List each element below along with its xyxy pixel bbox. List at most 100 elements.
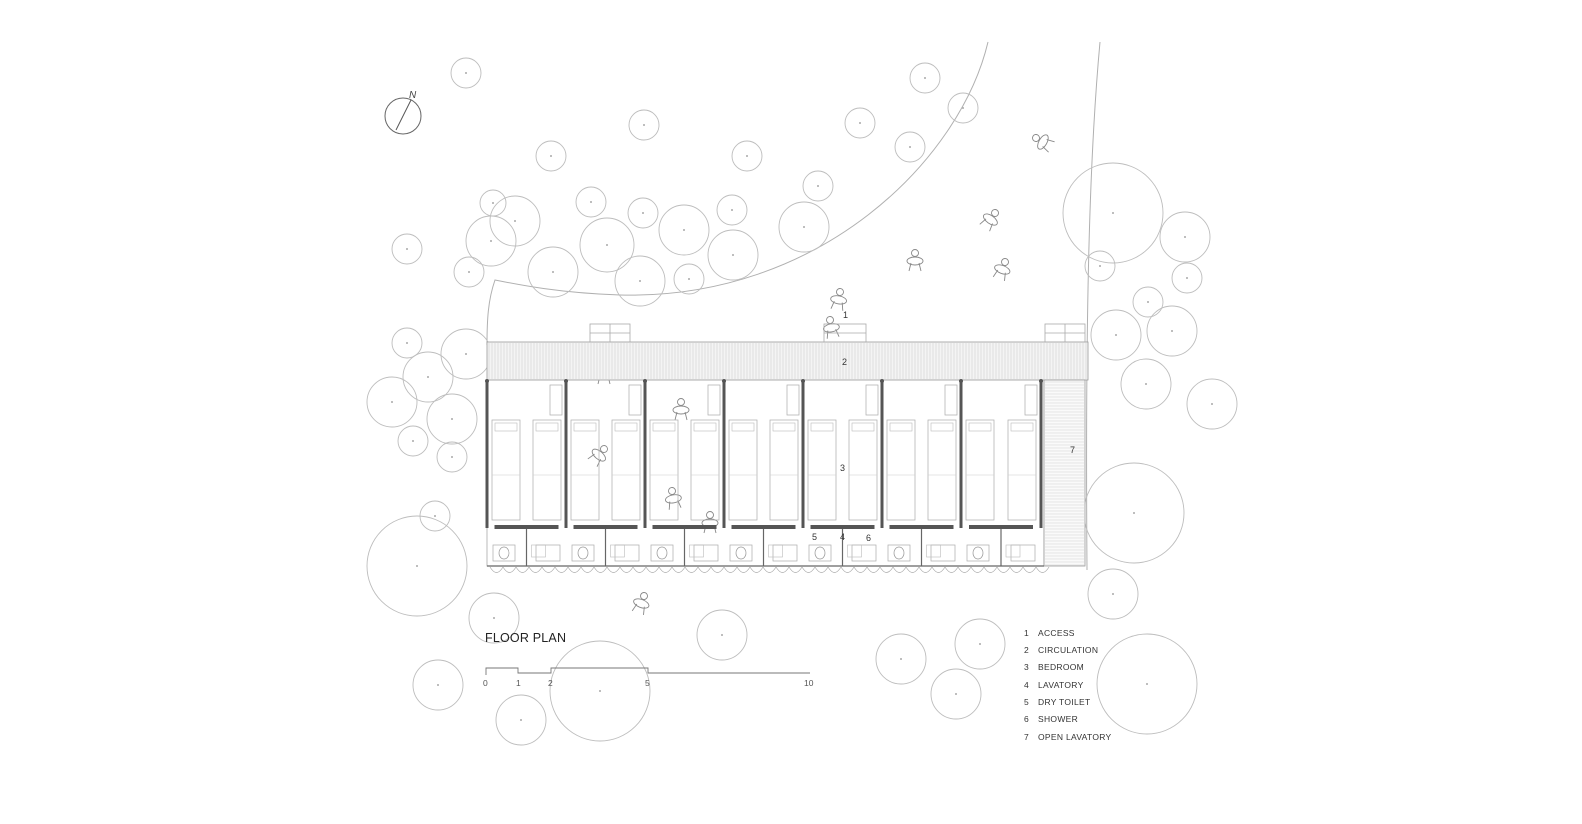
- door-arc-7: [580, 566, 595, 573]
- shower-cell-0: [535, 544, 561, 562]
- pillow-b-5: [930, 422, 954, 432]
- tree-24: [1062, 162, 1164, 264]
- door-arc-17: [710, 566, 725, 573]
- room-tags: 1 2 3 4 5 6 7: [812, 310, 1075, 543]
- pillow-a-3: [731, 422, 755, 432]
- legend: 1 ACCESS 2 CIRCULATION 3 BEDROOM 4 LAVAT…: [1024, 628, 1111, 742]
- tree-39: [436, 441, 468, 473]
- pillow-a-6: [968, 422, 992, 432]
- tree-center-12: [492, 202, 494, 204]
- tree-center-51: [520, 719, 522, 721]
- partition-wall-7: [1039, 382, 1043, 528]
- bed-a-6: [965, 419, 995, 521]
- counter-slab-3: [731, 525, 796, 529]
- tree-center-20: [683, 229, 685, 231]
- toilet-1: [577, 546, 589, 560]
- tree-center-32: [1211, 403, 1213, 405]
- tree-22: [673, 263, 705, 295]
- person-head-5: [826, 316, 834, 324]
- tree-36: [366, 376, 418, 428]
- tag-shower: 6: [866, 533, 871, 543]
- tree-15: [391, 233, 423, 265]
- door-arc-29: [866, 566, 881, 573]
- person-icon-5: [823, 316, 840, 339]
- desk-6: [1024, 384, 1038, 416]
- column-3: [722, 379, 726, 383]
- legend-num-6: 6: [1024, 714, 1029, 724]
- tag-dry-toilet: 5: [812, 532, 817, 542]
- tree-center-24: [1112, 212, 1114, 214]
- tree-30: [1090, 309, 1142, 361]
- person-head-9: [677, 398, 685, 406]
- door-arc-4: [541, 566, 556, 573]
- counter-slab-6: [969, 525, 1033, 529]
- toilet-4: [814, 546, 826, 560]
- tree-center-35: [427, 376, 429, 378]
- tree-center-3: [746, 155, 748, 157]
- person-shoulders-2: [906, 256, 924, 266]
- counter-slab-4: [810, 525, 875, 529]
- tree-center-31: [1145, 383, 1147, 385]
- person-arm-r-9: [684, 411, 688, 421]
- person-shoulders-11: [665, 494, 682, 504]
- tree-1: [628, 109, 660, 141]
- partition-wall-4: [801, 382, 805, 528]
- door-arc-21: [762, 566, 777, 573]
- door-arc-40: [1009, 566, 1024, 573]
- scale-tick-1: 1: [516, 678, 521, 688]
- tree-38: [397, 425, 429, 457]
- tree-center-50: [437, 684, 439, 686]
- door-arc-36: [957, 566, 972, 573]
- tree-center-36: [391, 401, 393, 403]
- scale-bar-line: [485, 667, 810, 675]
- partition-wall-0: [485, 382, 489, 528]
- person-icon-3: [992, 258, 1011, 282]
- tree-25: [1159, 211, 1211, 263]
- access-steps: [589, 323, 1086, 343]
- scale-tick-5: 5: [645, 678, 650, 688]
- person-arm-l-4: [830, 300, 835, 309]
- legend-text-1: ACCESS: [1038, 628, 1075, 638]
- door-arc-26: [827, 566, 842, 573]
- tree-51: [495, 694, 547, 746]
- tree-5: [909, 62, 941, 94]
- legend-num-1: 1: [1024, 628, 1029, 638]
- person-icon-4: [830, 288, 847, 311]
- tree-center-7: [909, 146, 911, 148]
- tree-center-17: [552, 271, 554, 273]
- tree-49: [1096, 633, 1198, 735]
- door-arc-22: [775, 566, 790, 573]
- compass-needle: [395, 99, 412, 131]
- person-head-12: [706, 511, 714, 519]
- tree-52: [549, 640, 651, 742]
- tree-center-28: [1147, 301, 1149, 303]
- tree-50: [412, 659, 464, 711]
- person-icon-12: [701, 511, 719, 534]
- legend-text-3: BEDROOM: [1038, 662, 1084, 672]
- door-arc-6: [567, 566, 582, 573]
- tree-0: [450, 57, 482, 89]
- toilet-cell-5: [887, 544, 911, 562]
- scale-tick-0: 0: [483, 678, 488, 688]
- tree-37: [426, 393, 478, 445]
- tree-13: [489, 195, 541, 247]
- legend-text-6: SHOWER: [1038, 714, 1078, 724]
- person-icon-1: [979, 209, 999, 232]
- bedroom-bays: [485, 379, 1044, 567]
- tree-center-21: [732, 254, 734, 256]
- door-arc-5: [554, 566, 569, 573]
- tree-4: [844, 107, 876, 139]
- toilet-cell-6: [966, 544, 990, 562]
- partition-wall-1: [564, 382, 568, 528]
- desk-2: [707, 384, 721, 416]
- tree-45: [1087, 568, 1139, 620]
- desk-1: [628, 384, 642, 416]
- column-2: [643, 379, 647, 383]
- door-arc-42: [1035, 566, 1050, 573]
- toilet-cell-4: [808, 544, 832, 562]
- person-icon-10: [587, 445, 608, 467]
- tree-center-0: [465, 72, 467, 74]
- compass-ring: [384, 97, 422, 135]
- tree-14: [465, 215, 517, 267]
